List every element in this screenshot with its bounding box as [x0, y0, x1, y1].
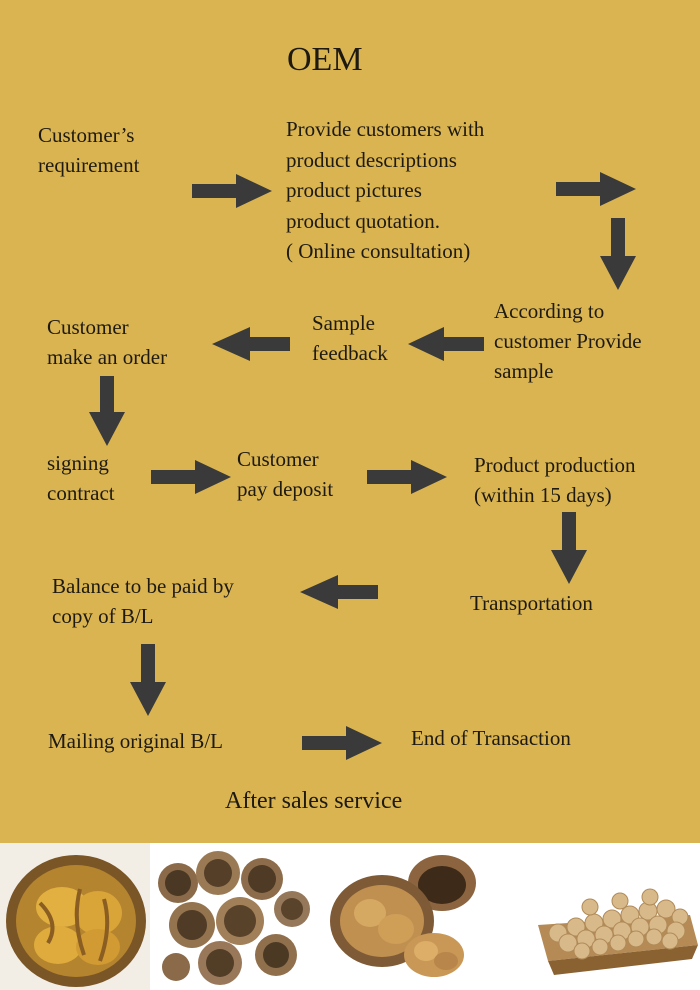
- step-end: End of Transaction: [411, 726, 571, 750]
- walnut-shell-icon: [322, 843, 480, 990]
- step-customer-requirement: Customer’s requirement: [38, 123, 140, 177]
- arrow-left-icon: [408, 327, 484, 361]
- step-provide-info: Provide customers with product descripti…: [286, 117, 485, 263]
- step-signing-contract: signing contract: [47, 451, 115, 505]
- arrow-right-icon: [556, 172, 636, 206]
- page-title: OEM: [287, 41, 363, 78]
- cracked-walnuts-icon: [152, 843, 312, 990]
- arrow-right-icon: [192, 174, 272, 208]
- step-transportation: Transportation: [470, 591, 593, 615]
- step-production: Product production (within 15 days): [474, 453, 636, 507]
- step-provide-sample: According to customer Provide sample: [494, 299, 642, 383]
- step-mailing: Mailing original B/L: [48, 729, 223, 753]
- step-balance: Balance to be paid by copy of B/L: [52, 574, 234, 628]
- arrow-right-icon: [151, 460, 231, 494]
- step-sample-feedback: Sample feedback: [312, 311, 388, 365]
- arrow-right-icon: [367, 460, 447, 494]
- arrow-down-icon: [89, 376, 125, 446]
- arrow-left-icon: [300, 575, 378, 609]
- step-pay-deposit: Customer pay deposit: [237, 447, 334, 501]
- arrow-down-icon: [600, 218, 636, 290]
- arrow-down-icon: [130, 644, 166, 716]
- after-sales-service: After sales service: [225, 788, 403, 814]
- product-photo-strip: [0, 843, 700, 990]
- walnut-kernel-icon: [0, 843, 150, 990]
- walnut-basket-icon: [530, 843, 700, 990]
- arrow-left-icon: [212, 327, 290, 361]
- arrow-right-icon: [302, 726, 382, 760]
- arrow-down-icon: [551, 512, 587, 584]
- step-make-order: Customer make an order: [47, 315, 168, 369]
- flow-panel: OEM Customer’s requirement Provide custo…: [0, 0, 700, 843]
